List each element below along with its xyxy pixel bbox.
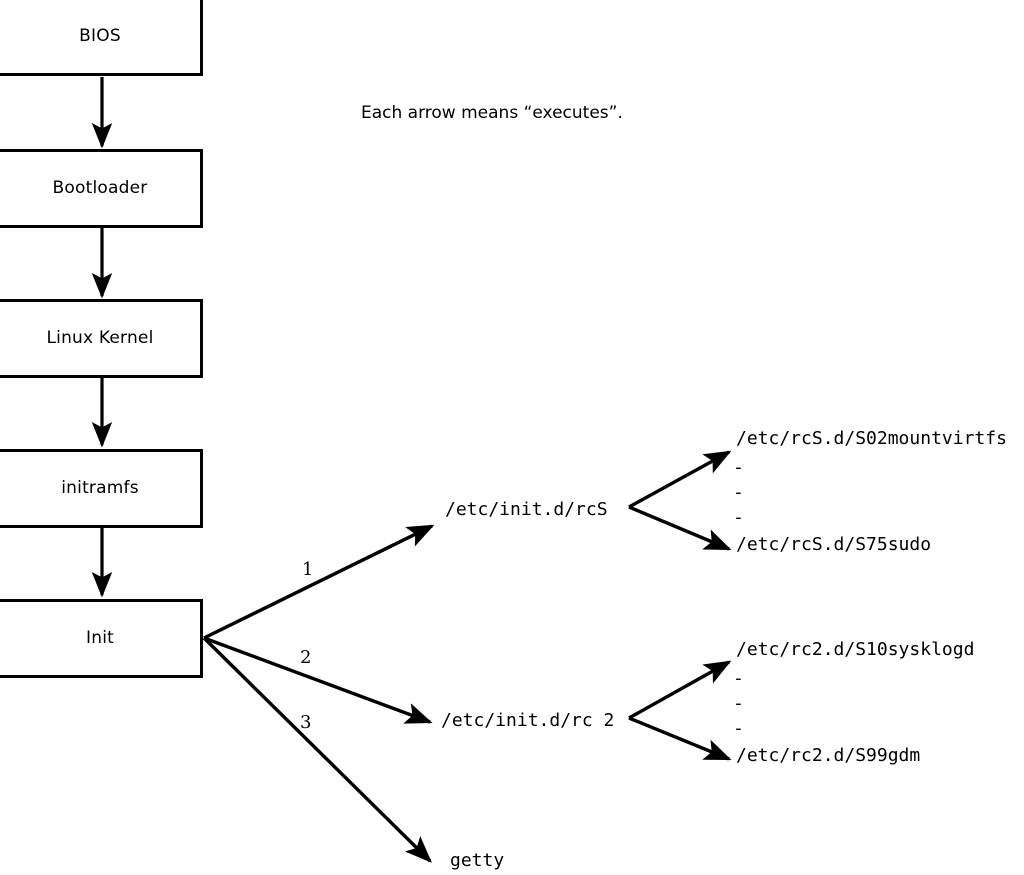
node-init-d-rcs[interactable]: /etc/init.d/rcS <box>445 499 608 520</box>
node-init-label: Init <box>86 628 114 648</box>
node-initramfs-label: initramfs <box>61 478 139 498</box>
script-rc2-ellipsis-3: - <box>733 718 744 739</box>
node-init[interactable]: Init <box>0 599 203 678</box>
script-rcs-last[interactable]: /etc/rcS.d/S75sudo <box>736 534 932 555</box>
script-rcs-first[interactable]: /etc/rcS.d/S02mountvirtfs <box>736 428 1007 449</box>
arrow-rc2-to-first-script <box>628 660 732 720</box>
node-linux-kernel-label: Linux Kernel <box>46 328 154 348</box>
script-rcs-ellipsis-2: - <box>733 482 744 503</box>
arrow-init-to-getty <box>202 636 432 863</box>
node-bios[interactable]: BIOS <box>0 0 203 76</box>
arrow-rc2-to-last-script <box>628 716 732 761</box>
node-getty[interactable]: getty <box>450 850 505 871</box>
node-init-d-rc2[interactable]: /etc/init.d/rc 2 <box>441 710 615 731</box>
script-rc2-ellipsis-1: - <box>733 668 744 689</box>
script-rcs-ellipsis-1: - <box>733 457 744 478</box>
edge-label-3: 3 <box>300 712 312 733</box>
arrow-init-to-rc2 <box>203 636 433 724</box>
arrow-init-to-rcs <box>203 524 435 640</box>
script-rc2-first[interactable]: /etc/rc2.d/S10sysklogd <box>736 639 975 660</box>
edge-label-1: 1 <box>302 559 314 580</box>
legend-note: Each arrow means “executes”. <box>361 103 623 123</box>
node-linux-kernel[interactable]: Linux Kernel <box>0 299 203 378</box>
node-bios-label: BIOS <box>79 26 121 46</box>
node-initramfs[interactable]: initramfs <box>0 449 203 528</box>
arrow-rcs-to-first-script <box>628 450 732 509</box>
script-rc2-ellipsis-2: - <box>733 693 744 714</box>
node-bootloader[interactable]: Bootloader <box>0 149 203 228</box>
arrow-rcs-to-last-script <box>628 505 732 551</box>
edge-label-2: 2 <box>300 647 312 668</box>
node-bootloader-label: Bootloader <box>52 178 148 198</box>
script-rcs-ellipsis-3: - <box>733 507 744 528</box>
script-rc2-last[interactable]: /etc/rc2.d/S99gdm <box>736 745 921 766</box>
